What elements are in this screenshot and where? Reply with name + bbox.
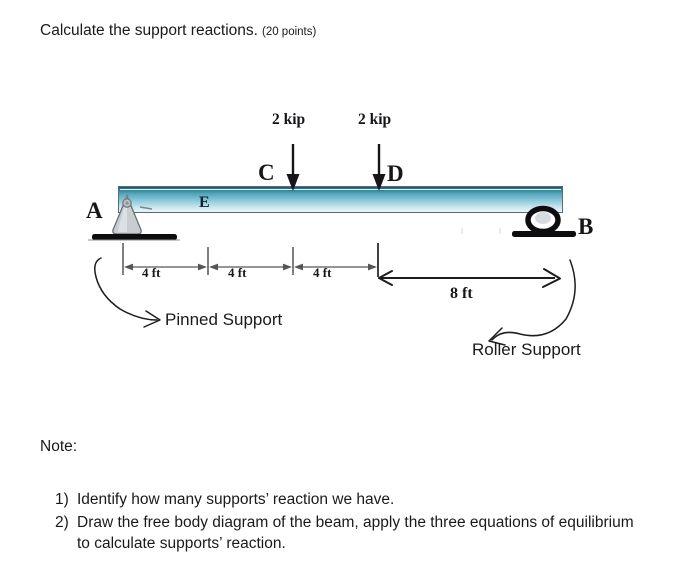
pinned-support-icon xyxy=(88,194,180,241)
page-title-points: (20 points) xyxy=(261,26,317,38)
scan-artifacts xyxy=(461,228,501,234)
note-item-1-text: Identify how many supports’ reaction we … xyxy=(77,491,395,508)
page-title-text: Calculate the support reactions. xyxy=(40,22,258,39)
annotation-roller-support: Roller Support xyxy=(472,340,581,359)
note-item-1-number: 1) xyxy=(55,491,69,508)
point-label-c: C xyxy=(258,160,275,185)
beam-member xyxy=(118,186,563,213)
point-label-a: A xyxy=(86,198,103,223)
roller-support-icon xyxy=(512,205,576,237)
beam-diagram: A B C D E 2 kip 2 kip 4 ft 4 ft 4 ft 8 f… xyxy=(0,95,698,385)
dimension-extension-lines xyxy=(122,243,379,277)
annotation-pinned-support: Pinned Support xyxy=(165,310,283,329)
note-item-2-text: Draw the free body diagram of the beam, … xyxy=(77,514,634,552)
point-label-e: E xyxy=(199,194,210,211)
beam-highlight-line xyxy=(120,189,561,190)
dimension-label-3: 4 ft xyxy=(313,265,332,280)
point-label-d: D xyxy=(387,161,404,186)
annotation-arrow-roller-icon xyxy=(488,259,576,346)
dimension-8ft-arrow xyxy=(378,268,561,288)
note-item-2: 2) Draw the free body diagram of the beam… xyxy=(55,513,655,555)
load-label-d: 2 kip xyxy=(358,111,392,128)
dimension-label-4: 8 ft xyxy=(450,285,473,302)
dimension-label-2: 4 ft xyxy=(228,265,247,280)
point-label-b: B xyxy=(578,214,594,239)
annotation-arrow-pinned-icon xyxy=(94,257,161,328)
note-item-2-number: 2) xyxy=(55,514,69,531)
load-label-c: 2 kip xyxy=(272,111,306,128)
dimension-chain-4ft xyxy=(124,263,377,271)
load-arrow-c-icon xyxy=(286,144,300,191)
diagram-vector-layer xyxy=(88,144,576,346)
note-heading: Note: xyxy=(40,438,78,455)
page-title: Calculate the support reactions.(20 poin… xyxy=(40,22,316,40)
dimension-label-1: 4 ft xyxy=(142,265,161,280)
load-arrow-d-icon xyxy=(372,144,386,191)
note-item-1: 1) Identify how many supports’ reaction w… xyxy=(55,490,675,511)
